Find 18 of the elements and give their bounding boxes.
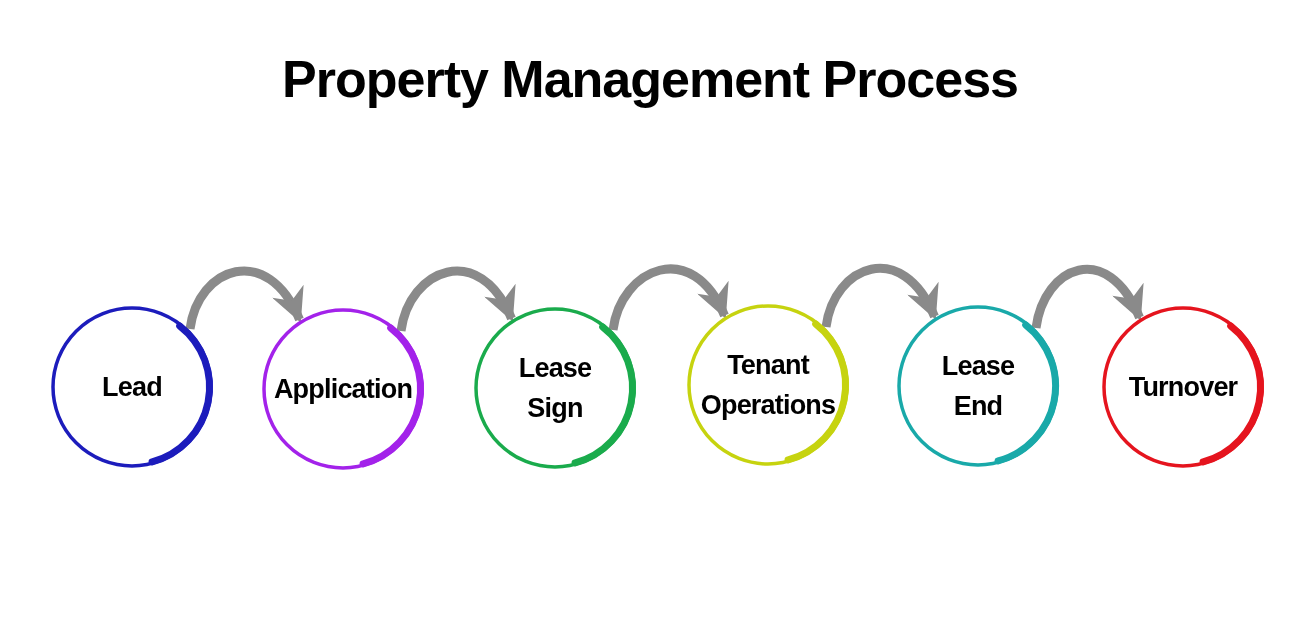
curved-arrow xyxy=(608,264,729,331)
step-circle xyxy=(1101,305,1265,469)
step-label: Lead xyxy=(102,370,162,404)
curved-arrow xyxy=(1031,265,1144,329)
step-circle xyxy=(896,304,1060,468)
step-label: Tenant Operations xyxy=(699,348,837,422)
step-label: Lease End xyxy=(940,349,1016,423)
curved-arrow xyxy=(821,263,939,328)
step-circle xyxy=(50,305,214,469)
step-label: Application xyxy=(273,372,413,406)
step-label: Lease Sign xyxy=(517,351,593,425)
step-circle xyxy=(686,303,850,467)
step-label: Turnover xyxy=(1128,370,1238,404)
curved-arrow xyxy=(185,266,304,330)
curved-arrow xyxy=(396,266,516,332)
step-circle xyxy=(261,307,425,471)
diagram-title: Property Management Process xyxy=(282,49,1018,110)
step-circle xyxy=(473,306,637,470)
